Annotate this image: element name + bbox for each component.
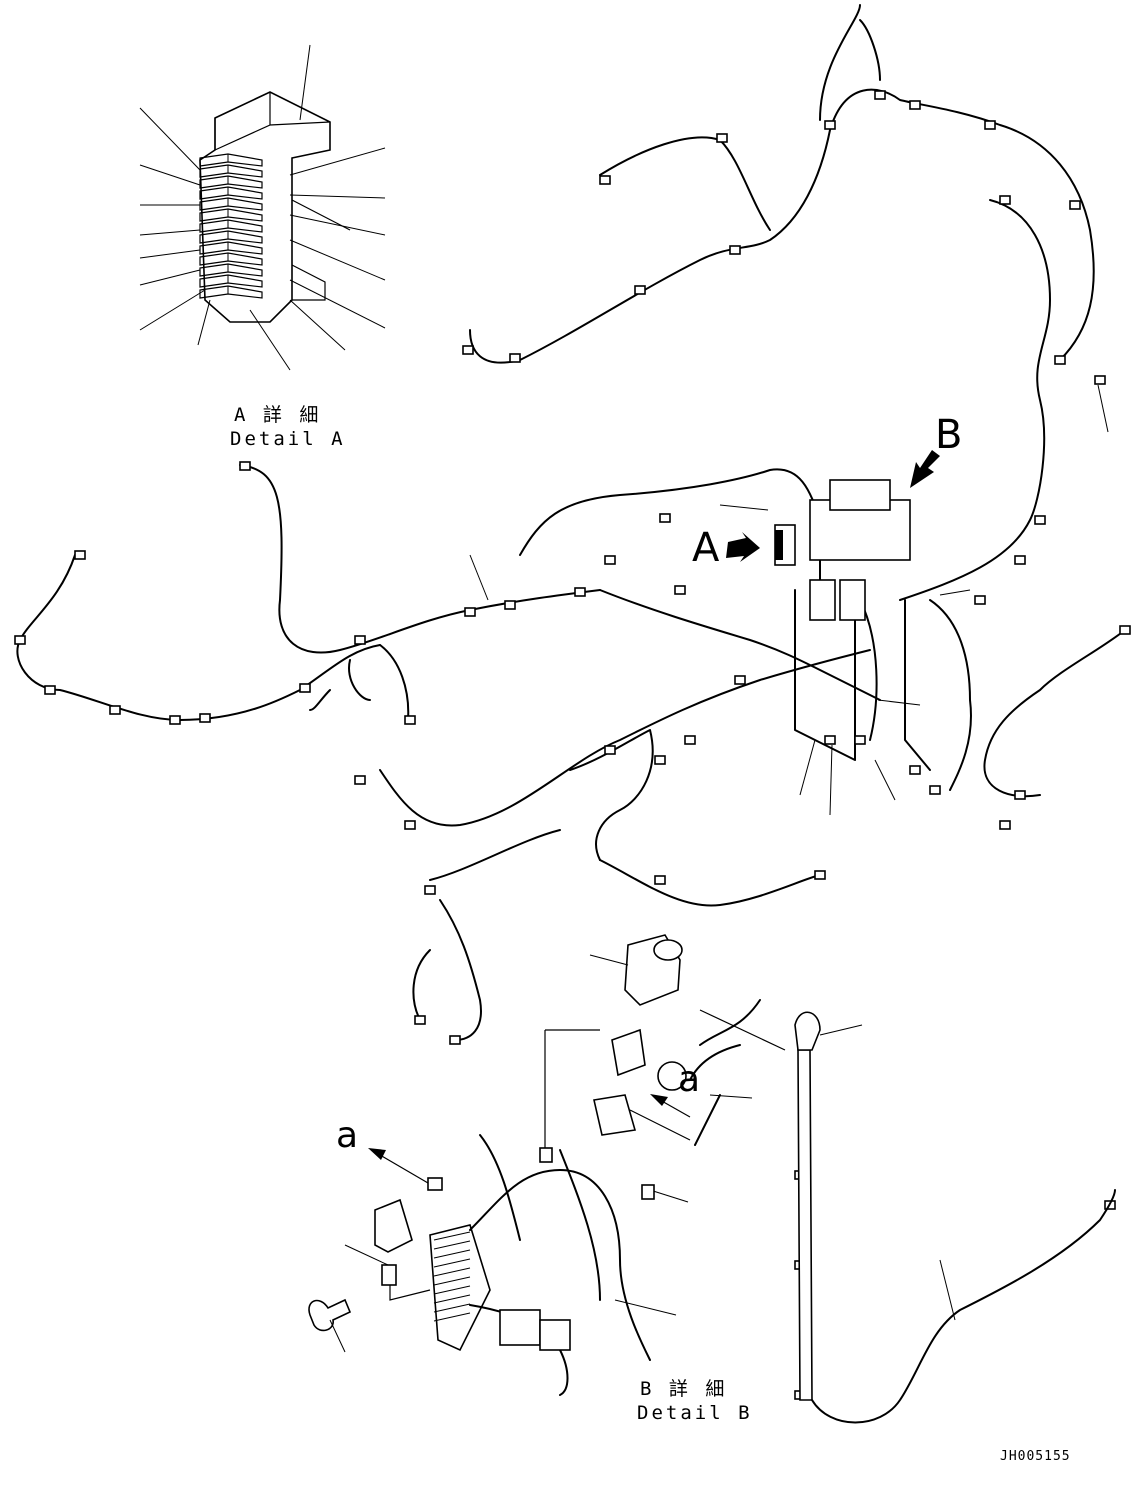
detail-b-en-label: Detail B [637,1402,753,1424]
fuse-box-detail-a [139,44,386,371]
main-harness [14,4,1131,1400]
view-arrow-b [910,450,940,488]
ref-label-a-right: a [678,1059,701,1100]
view-label-b: B [935,412,963,458]
leader-lines-main [469,384,1109,816]
detail-a-en-label: Detail A [230,428,346,450]
view-label-a: A [692,525,720,571]
ref-label-a-left: a [336,1115,359,1156]
drawing-code: JH005155 [1000,1449,1071,1464]
detail-a-jp-label: A 詳 細 [234,404,322,426]
view-arrow-a [726,532,760,562]
detail-b-jp-label: B 詳 細 [640,1378,728,1400]
lower-components [308,934,1116,1424]
